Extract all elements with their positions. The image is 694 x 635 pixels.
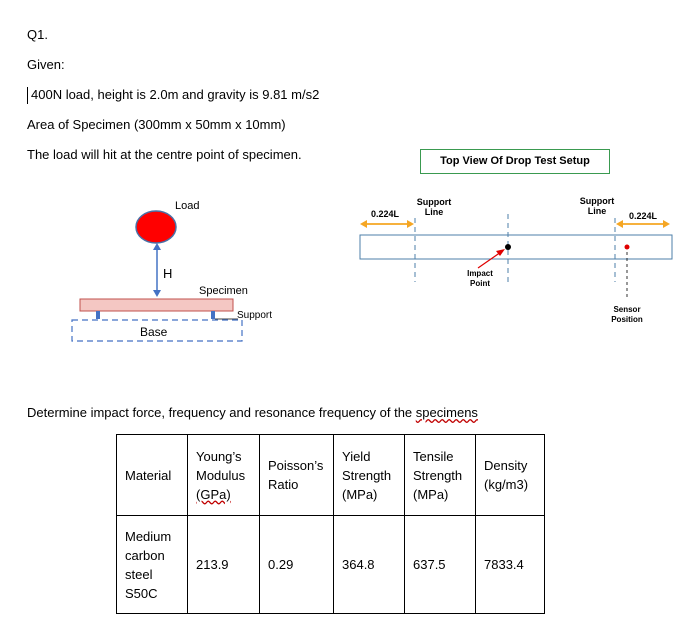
table-row: Medium carbon steel S50C 213.9 0.29 364.…	[116, 515, 545, 614]
top-view-title: Top View Of Drop Test Setup	[420, 149, 610, 174]
cell-poissons-ratio: 0.29	[259, 515, 334, 614]
load-line: The load will hit at the centre point of…	[27, 147, 302, 162]
text-cursor	[27, 87, 28, 104]
header-poissons-ratio: Poisson’s Ratio	[259, 434, 334, 516]
material-properties-table: Material Young’s Modulus (GPa) Poisson’s…	[116, 434, 545, 614]
table-header-row: Material Young’s Modulus (GPa) Poisson’s…	[116, 434, 545, 516]
question-number: Q1.	[27, 27, 48, 42]
specimen-label: Specimen	[199, 285, 248, 297]
cell-yield-strength: 364.8	[333, 515, 405, 614]
height-arrow-top	[153, 243, 161, 250]
task-word-specimens: specimens	[415, 405, 478, 420]
left-support-line-label: Support Line	[416, 197, 452, 217]
header-youngs-modulus: Young’s Modulus (GPa)	[187, 434, 260, 516]
task-prefix: Determine impact force, frequency and re…	[27, 405, 416, 420]
cell-density: 7833.4	[475, 515, 545, 614]
load-label: Load	[175, 200, 200, 212]
specimen-bar	[79, 298, 234, 312]
support-label: Support	[237, 310, 273, 321]
left-offset-label: 0.224L	[370, 209, 400, 219]
impact-arrow	[477, 251, 502, 269]
sensor-dot	[624, 244, 630, 250]
base-label: Base	[140, 325, 168, 339]
specimen-outline	[359, 234, 673, 260]
height-label: H	[163, 266, 173, 281]
given-line[interactable]: 400N load, height is 2.0m and gravity is…	[31, 87, 320, 102]
area-line: Area of Specimen (300mm x 50mm x 10mm)	[27, 117, 286, 132]
right-support-line-label: Support Line	[579, 196, 615, 216]
header-tensile-strength: Tensile Strength (MPa)	[404, 434, 476, 516]
impact-point-label: Impact Point	[467, 269, 493, 288]
cell-youngs-modulus: 213.9	[187, 515, 260, 614]
right-support	[211, 311, 215, 319]
left-support	[96, 311, 100, 319]
right-offset-label: 0.224L	[628, 211, 658, 221]
header-density: Density (kg/m3)	[475, 434, 545, 516]
header-material: Material	[116, 434, 188, 516]
sensor-position-label: Sensor Position	[611, 305, 643, 324]
load-ball	[135, 210, 177, 244]
task-line: Determine impact force, frequency and re…	[27, 405, 478, 420]
height-arrow-bottom	[153, 290, 161, 297]
cell-material: Medium carbon steel S50C	[116, 515, 188, 614]
cell-tensile-strength: 637.5	[404, 515, 476, 614]
impact-point-dot	[505, 244, 511, 250]
given-label: Given:	[27, 57, 65, 72]
header-yield-strength: Yield Strength (MPa)	[333, 434, 405, 516]
